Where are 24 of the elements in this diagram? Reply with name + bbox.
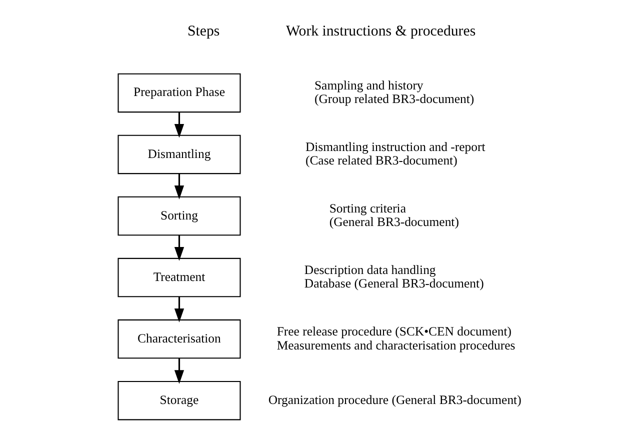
node-box: Sorting	[117, 196, 240, 236]
node-label: (General BR3-document)	[328, 215, 458, 230]
node-label: Free release procedure (SCK•CEN document)	[276, 324, 512, 338]
node-box: Dismantling	[117, 134, 240, 174]
label: Steps	[187, 23, 220, 40]
node-label: Measurements and characterisation procedures	[276, 338, 515, 352]
arrow	[174, 112, 184, 138]
node-label: Dismantling instruction and -report	[304, 140, 485, 154]
node-label: (Case related BR3-document)	[304, 154, 457, 168]
node-box: Characterisation	[117, 319, 240, 359]
arrow	[174, 235, 184, 261]
node-label: Sorting criteria	[328, 201, 406, 216]
node-label: Description data handling	[304, 262, 436, 277]
label: Work instructions & procedures	[285, 23, 476, 40]
node-box: Storage	[117, 380, 240, 420]
node-label: Organization procedure (General BR3-document)	[268, 392, 521, 407]
node-box: Preparation Phase	[117, 73, 240, 113]
arrow	[174, 174, 184, 200]
node-box: Treatment	[117, 258, 240, 298]
arrow	[174, 358, 184, 384]
arrow	[174, 296, 184, 322]
node-label: Database (General BR3-document)	[304, 276, 484, 291]
node-label: Sampling and history	[314, 78, 423, 92]
node-label: (Group related BR3-document)	[314, 92, 474, 106]
